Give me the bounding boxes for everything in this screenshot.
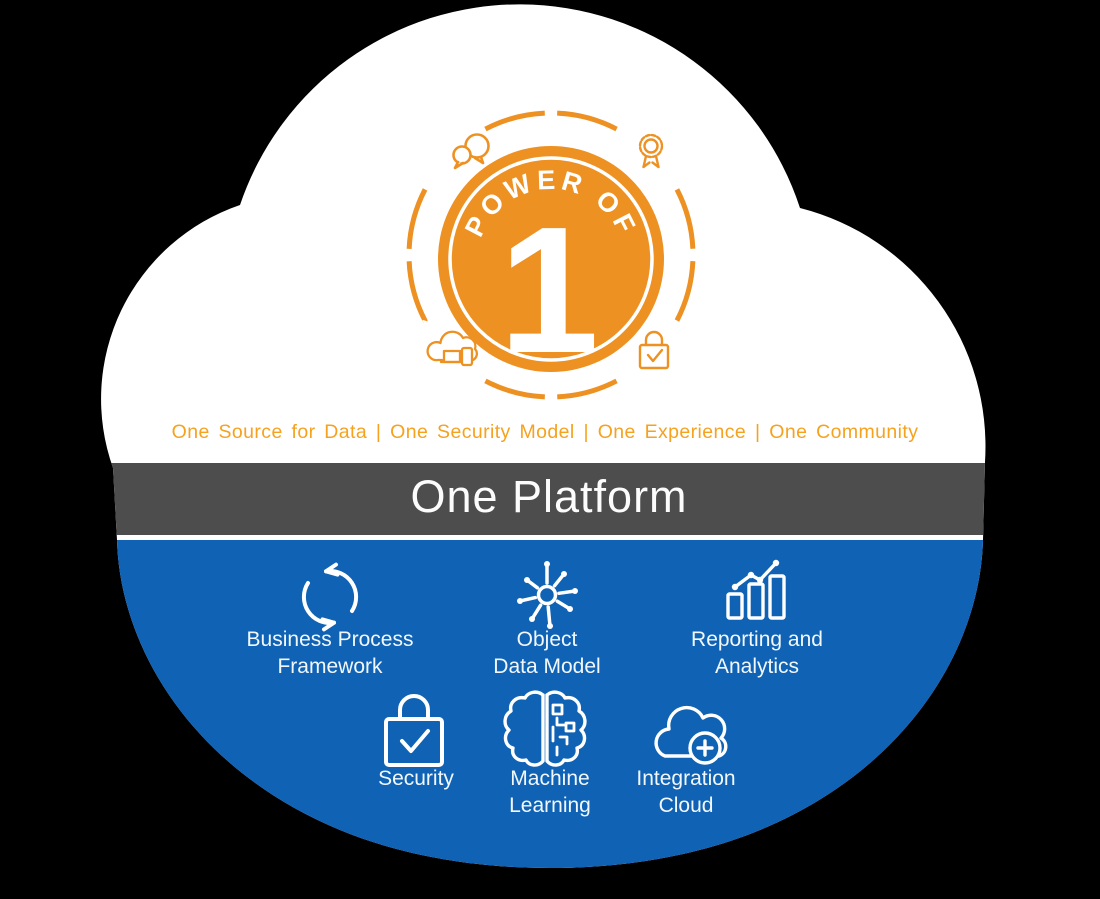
chat-bubbles-icon [452, 133, 490, 170]
power-of-1-badge: POWER OF 1 [406, 110, 696, 400]
feature-object-data-model: Object Data Model [493, 561, 601, 678]
lock-check-icon [638, 330, 670, 370]
platform-band [101, 463, 986, 535]
feature-label: Cloud [659, 794, 714, 817]
brain-circuit-icon [503, 690, 587, 767]
award-ribbon-icon [638, 133, 664, 169]
cycle-arrows-icon [301, 562, 359, 632]
feature-label: Machine [510, 767, 589, 790]
feature-label: Security [378, 767, 454, 790]
platform-band-label: One Platform [410, 471, 687, 522]
hub-spoke-icon [517, 561, 578, 629]
bar-chart-trend-icon [726, 559, 786, 620]
feature-label: Analytics [715, 655, 799, 678]
badge-disc [438, 146, 664, 372]
feature-label: Data Model [493, 655, 600, 678]
feature-reporting-analytics: Reporting and Analytics [691, 559, 823, 678]
badge-inner-ring [448, 156, 654, 362]
feature-machine-learning: Machine Learning [503, 690, 591, 817]
padlock-check-icon [384, 694, 444, 767]
tagline: One Source for Data | One Security Model… [172, 421, 919, 443]
feature-label: Framework [277, 655, 383, 678]
dashed-ring [406, 110, 696, 400]
feature-integration-cloud: Integration Cloud [636, 705, 736, 817]
feature-label: Learning [509, 794, 591, 817]
feature-label: Integration [636, 767, 735, 790]
cloud-plus-icon [654, 705, 728, 765]
badge-number: 1 [499, 190, 599, 391]
feature-business-process-framework: Business Process Framework [247, 562, 414, 678]
feature-label: Business Process [247, 628, 414, 651]
feature-label: Reporting and [691, 628, 823, 651]
cloud-devices-icon [426, 330, 478, 367]
feature-security: Security [378, 694, 454, 790]
feature-label: Object [517, 628, 578, 651]
